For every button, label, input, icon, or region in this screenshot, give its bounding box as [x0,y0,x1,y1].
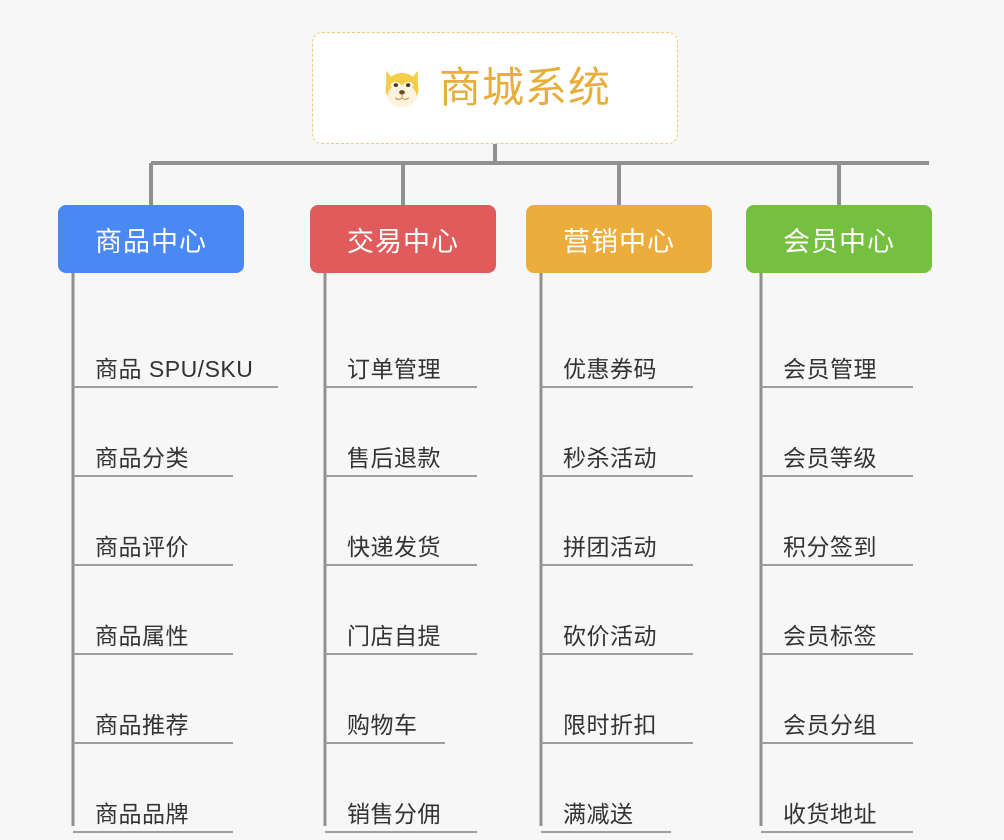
leaf-item[interactable]: 销售分佣 [325,744,477,833]
leaf-item[interactable]: 会员管理 [761,299,913,388]
leaf-item[interactable]: 商品属性 [73,566,233,655]
leaf-label: 收货地址 [783,801,877,828]
leaf-item[interactable]: 限时折扣 [541,655,693,744]
branch-header-label-2: 营销中心 [563,226,675,257]
leaf-label: 会员等级 [783,445,877,472]
leaf-label: 会员分组 [783,712,877,739]
leaf-label: 购物车 [347,712,418,739]
leaf-label: 快递发货 [347,534,441,561]
branch-header-3[interactable]: 会员中心 [746,205,932,273]
leaf-label: 商品 SPU/SKU [95,356,254,383]
leaf-label: 秒杀活动 [563,445,657,472]
branch-column-1: 交易中心 订单管理 售后退款 快递发货 门店自提 购物车 销售分佣 [310,205,500,833]
leaf-label: 会员管理 [783,356,877,383]
branch-column-3: 会员中心 会员管理 会员等级 积分签到 会员标签 会员分组 收货地址 [746,205,936,833]
leaf-item[interactable]: 购物车 [325,655,445,744]
leaf-label: 门店自提 [347,623,441,650]
leaf-label: 优惠券码 [563,356,657,383]
branch-column-0: 商品中心 商品 SPU/SKU 商品分类 商品评价 商品属性 商品推荐 商品品牌 [58,205,278,833]
leaf-item[interactable]: 商品评价 [73,477,233,566]
leaf-label: 积分签到 [783,534,877,561]
root-node[interactable]: 商城系统 [312,32,678,144]
branch-leaf-list-2: 优惠券码 秒杀活动 拼团活动 砍价活动 限时折扣 满减送 [526,299,716,833]
leaf-label: 会员标签 [783,623,877,650]
leaf-item[interactable]: 积分签到 [761,477,913,566]
leaf-item[interactable]: 优惠券码 [541,299,693,388]
leaf-item[interactable]: 订单管理 [325,299,477,388]
leaf-label: 商品推荐 [95,712,189,739]
branch-leaf-list-0: 商品 SPU/SKU 商品分类 商品评价 商品属性 商品推荐 商品品牌 [58,299,278,833]
leaf-label: 限时折扣 [563,712,657,739]
leaf-item[interactable]: 商品分类 [73,388,233,477]
leaf-item[interactable]: 会员等级 [761,388,913,477]
leaf-item[interactable]: 拼团活动 [541,477,693,566]
branch-leaf-list-3: 会员管理 会员等级 积分签到 会员标签 会员分组 收货地址 [746,299,936,833]
dog-face-icon [385,70,419,108]
leaf-label: 砍价活动 [563,623,657,650]
branch-header-0[interactable]: 商品中心 [58,205,244,273]
leaf-item[interactable]: 售后退款 [325,388,477,477]
branch-header-1[interactable]: 交易中心 [310,205,496,273]
leaf-label: 商品评价 [95,534,189,561]
leaf-item[interactable]: 满减送 [541,744,671,833]
page-title: 商城系统 [438,64,611,111]
branch-header-label-3: 会员中心 [783,226,895,257]
leaf-label: 销售分佣 [347,801,441,828]
leaf-label: 满减送 [563,801,634,828]
leaf-item[interactable]: 会员标签 [761,566,913,655]
leaf-item[interactable]: 秒杀活动 [541,388,693,477]
branch-leaf-list-1: 订单管理 售后退款 快递发货 门店自提 购物车 销售分佣 [310,299,500,833]
leaf-item[interactable]: 商品 SPU/SKU [73,299,278,388]
leaf-label: 拼团活动 [563,534,657,561]
branch-header-2[interactable]: 营销中心 [526,205,712,273]
branch-column-2: 营销中心 优惠券码 秒杀活动 拼团活动 砍价活动 限时折扣 满减送 [526,205,716,833]
branch-header-label-1: 交易中心 [347,226,459,257]
leaf-item[interactable]: 门店自提 [325,566,477,655]
leaf-label: 售后退款 [347,445,441,472]
leaf-label: 商品分类 [95,445,189,472]
leaf-item[interactable]: 砍价活动 [541,566,693,655]
leaf-item[interactable]: 收货地址 [761,744,913,833]
leaf-item[interactable]: 会员分组 [761,655,913,744]
leaf-label: 商品属性 [95,623,189,650]
leaf-item[interactable]: 快递发货 [325,477,477,566]
branch-header-label-0: 商品中心 [95,226,207,257]
leaf-item[interactable]: 商品推荐 [73,655,233,744]
leaf-item[interactable]: 商品品牌 [73,744,233,833]
leaf-label: 商品品牌 [95,801,189,828]
leaf-label: 订单管理 [347,356,441,383]
